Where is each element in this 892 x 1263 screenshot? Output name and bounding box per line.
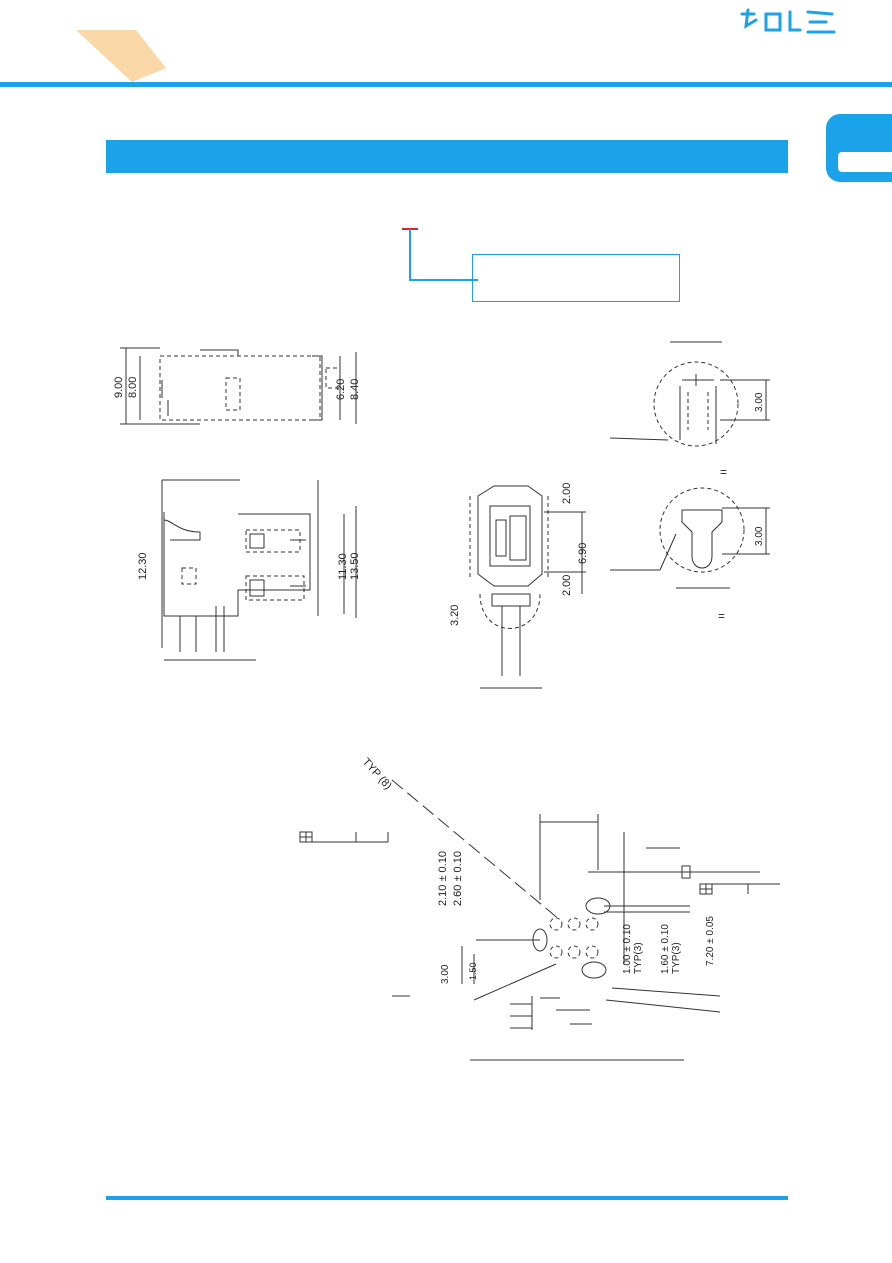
end-dim-mid: 6.90 (577, 543, 589, 564)
side-dim-d: 8.40 (349, 379, 361, 400)
end-dim-bot: 2.00 (561, 575, 573, 596)
front-dim-b: 13.50 (349, 552, 361, 580)
side-dim-c: 6.20 (335, 379, 347, 400)
footer-rule (106, 1196, 788, 1200)
detail-view-lower: 3.00 = (610, 487, 770, 623)
leader-blue-line (409, 229, 478, 281)
pcb-dim-b: 2.60 ± 0.10 (452, 851, 464, 906)
pcb-dim-f: 3.00 (440, 964, 451, 984)
header-rule (0, 82, 892, 87)
pcb-dim-g: 1.50 (468, 962, 478, 980)
side-view-drawing: 9.00 8.00 6.20 8.40 (113, 347, 361, 425)
callout-leader (400, 226, 480, 286)
front-dim-a: 11.30 (337, 553, 349, 580)
detail-upper-mark: = (720, 465, 727, 479)
front-view-drawing: 12.30 11.30 13.50 (137, 479, 361, 661)
pcb-typ-label: TYP (8) (360, 756, 394, 792)
logo-mark (740, 8, 836, 34)
side-dim-a: 9.00 (113, 377, 125, 398)
pcb-dim-c: 1.00 ± 0.10 (622, 924, 633, 974)
pcb-dim-e: 7.20 ± 0.05 (705, 916, 716, 966)
pcb-dim-d-typ: TYP(3) (671, 942, 682, 974)
end-dim-top: 2.00 (561, 483, 573, 504)
detail-lower-mark: = (718, 609, 725, 623)
callout-box (472, 254, 680, 302)
detail-lower-dim: 3.00 (754, 526, 765, 546)
pcb-dim-d: 1.60 ± 0.10 (660, 924, 671, 974)
detail-view-upper: 3.00 = (609, 341, 770, 479)
corner-decoration-shape (76, 30, 166, 82)
side-dim-b: 8.00 (127, 377, 139, 398)
detail-upper-dim: 3.00 (754, 392, 765, 412)
brand-logo (736, 6, 846, 38)
end-view-drawing: 2.00 6.90 2.00 3.20 (449, 483, 589, 689)
pcb-dim-c-typ: TYP(3) (633, 942, 644, 974)
section-title-bar (106, 140, 788, 173)
front-dim-height: 12.30 (137, 552, 149, 580)
corner-decoration (76, 30, 168, 82)
side-index-tab-label-area (838, 152, 892, 172)
pcb-dim-a: 2.10 ± 0.10 (437, 851, 449, 906)
pcb-layout-drawing: TYP (8) (299, 756, 780, 1061)
end-dim-left: 3.20 (449, 605, 461, 626)
